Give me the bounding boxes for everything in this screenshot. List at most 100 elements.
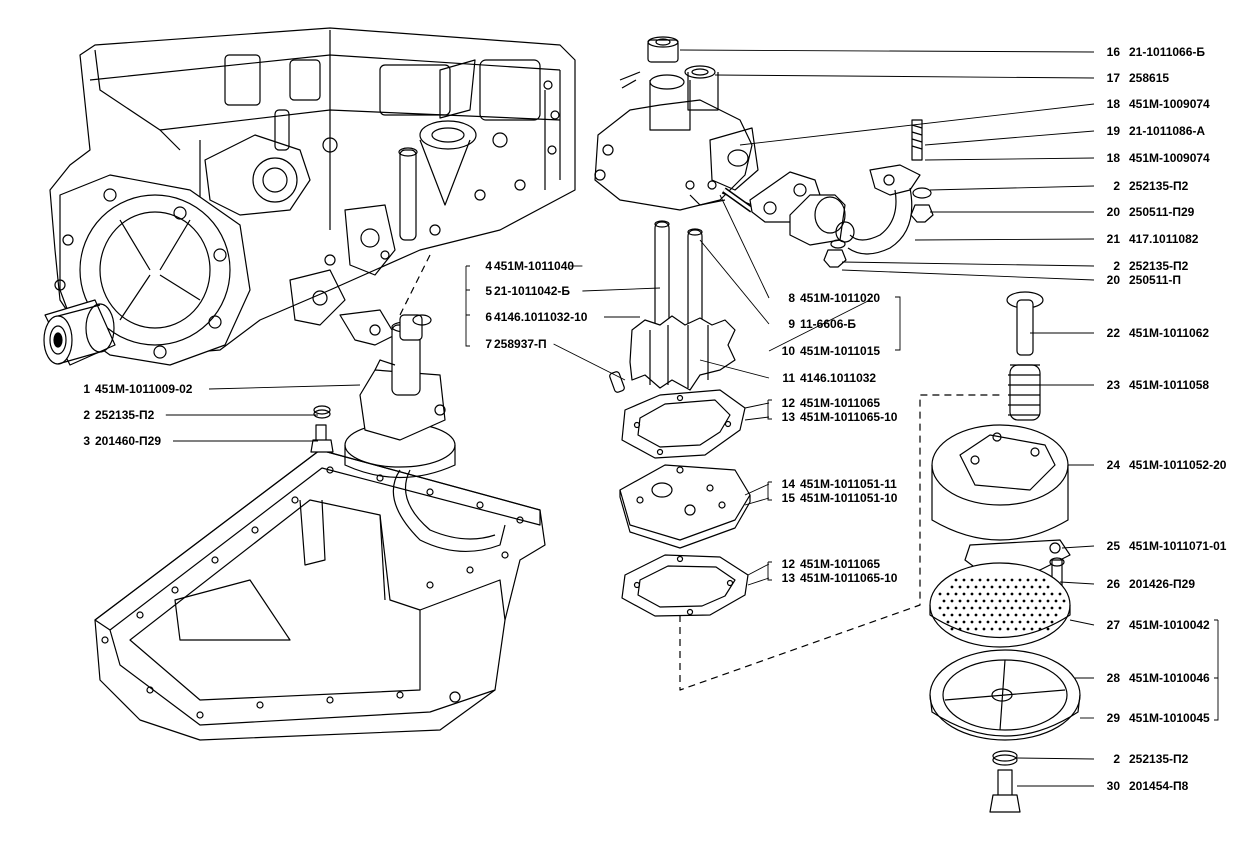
callout-number: 12: [781, 396, 795, 410]
leader-line: [914, 238, 1095, 241]
oil-pipe-assembly: [749, 119, 934, 268]
mesh-hole: [958, 613, 962, 617]
mesh-hole: [1054, 599, 1058, 603]
callout-number: 17: [1106, 71, 1120, 85]
callout-number: 28: [1106, 671, 1120, 685]
leader-line: [841, 261, 1095, 267]
leader-line: [924, 130, 1095, 146]
callout-part-code: 451М-1009074: [1129, 151, 1210, 165]
mesh-hole: [950, 585, 954, 589]
callout-part-code: 417.1011082: [1129, 232, 1199, 246]
mesh-hole: [1022, 627, 1026, 631]
mesh-hole: [1006, 613, 1010, 617]
mesh-hole: [1026, 606, 1030, 610]
mesh-hole: [1038, 599, 1042, 603]
mesh-hole: [970, 606, 974, 610]
leader-line: [747, 563, 770, 576]
callout-part-code: 252135-П2: [95, 408, 155, 422]
leader-line: [699, 239, 770, 325]
mesh-hole: [946, 620, 950, 624]
oil-pan: [94, 449, 546, 741]
callout-number: 20: [1106, 273, 1120, 287]
mesh-hole: [1046, 585, 1050, 589]
callout-part-code: 451М-1010042: [1129, 618, 1210, 632]
callout-number: 5: [485, 284, 492, 298]
mesh-hole: [982, 599, 986, 603]
callout-number: 12: [781, 557, 795, 571]
filter-mesh: [938, 578, 1066, 631]
mesh-hole: [966, 599, 970, 603]
leader-line: [929, 185, 1095, 191]
mesh-hole: [986, 606, 990, 610]
callout-part-code: 451М-1011065-10: [800, 410, 898, 424]
mesh-hole: [1014, 585, 1018, 589]
mesh-hole: [958, 585, 962, 589]
mesh-hole: [958, 627, 962, 631]
mesh-hole: [1050, 620, 1054, 624]
callout-number: 2: [1113, 259, 1120, 273]
mesh-hole: [978, 578, 982, 582]
callout-part-code: 250511-П29: [1129, 205, 1195, 219]
mesh-hole: [998, 585, 1002, 589]
mesh-hole: [954, 606, 958, 610]
mesh-hole: [938, 606, 942, 610]
callout-part-code: 258937-П: [494, 337, 547, 351]
mesh-hole: [1058, 606, 1062, 610]
mesh-hole: [1046, 627, 1050, 631]
leader-line: [582, 287, 661, 292]
mesh-hole: [1042, 620, 1046, 624]
mesh-hole: [950, 599, 954, 603]
mesh-hole: [986, 578, 990, 582]
callout-number: 13: [781, 571, 795, 585]
callout-number: 25: [1106, 539, 1120, 553]
engine-block: [43, 27, 576, 366]
callout-number: 29: [1106, 711, 1120, 725]
mesh-hole: [1002, 620, 1006, 624]
mesh-hole: [1054, 613, 1058, 617]
callout-number: 11: [782, 371, 795, 385]
callout-part-code: 451М-1011065: [800, 557, 881, 571]
leader-line: [841, 269, 1095, 281]
callout-number: 7: [485, 337, 492, 351]
mesh-hole: [990, 627, 994, 631]
mesh-hole: [1038, 627, 1042, 631]
leader-line: [719, 194, 770, 299]
callout-part-code: 451М-1011040: [494, 259, 575, 273]
callout-part-code: 451М-1011065-10: [800, 571, 898, 585]
mesh-hole: [1038, 585, 1042, 589]
callout-number: 18: [1106, 151, 1120, 165]
callout-number: 1: [83, 382, 90, 396]
callout-part-code: 451М-1011020: [800, 291, 881, 305]
mesh-hole: [982, 585, 986, 589]
mesh-hole: [938, 592, 942, 596]
mesh-hole: [950, 613, 954, 617]
mesh-hole: [1018, 578, 1022, 582]
mesh-hole: [1034, 578, 1038, 582]
mesh-hole: [1022, 613, 1026, 617]
callout-part-code: 451М-1011062: [1129, 326, 1210, 340]
callout-number: 2: [1113, 179, 1120, 193]
pump-cover: [594, 36, 759, 213]
oil-filter-assembly: [929, 291, 1081, 813]
callout-part-code: 451М-1010045: [1129, 711, 1210, 725]
callout-part-code: 451М-1011051-10: [800, 491, 898, 505]
mesh-hole: [946, 592, 950, 596]
mesh-hole: [1002, 578, 1006, 582]
callout-part-code: 4146.1011032: [800, 371, 877, 385]
mesh-hole: [1030, 627, 1034, 631]
callout-part-code: 250511-П: [1129, 273, 1182, 287]
mesh-hole: [958, 599, 962, 603]
mesh-hole: [986, 592, 990, 596]
callout-part-code: 451М-1011009-02: [95, 382, 193, 396]
mesh-hole: [966, 613, 970, 617]
callout-number: 10: [781, 344, 795, 358]
mesh-hole: [1038, 613, 1042, 617]
mesh-hole: [978, 606, 982, 610]
mesh-hole: [954, 592, 958, 596]
mesh-hole: [1018, 606, 1022, 610]
mesh-hole: [942, 599, 946, 603]
mesh-hole: [966, 585, 970, 589]
mesh-hole: [1010, 592, 1014, 596]
group-brackets: [465, 265, 1219, 721]
